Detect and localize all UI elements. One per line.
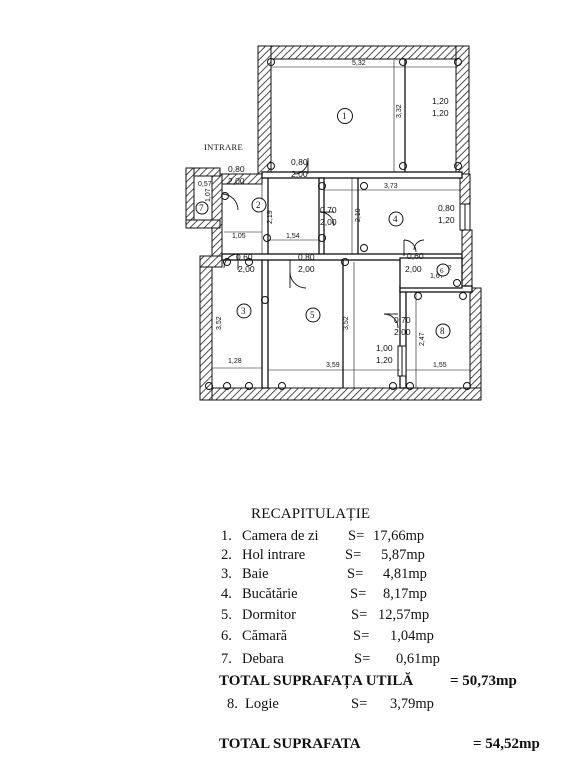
row-s: S= — [350, 586, 367, 602]
dim-logia-height: 2,47 — [419, 332, 426, 346]
door-swings — [221, 158, 425, 329]
row-num: 5. — [221, 607, 232, 623]
dim-bath-door-a: 0,60 — [236, 252, 253, 262]
dim-hall-left: 1,05 — [232, 233, 246, 240]
room-number-4: 4 — [393, 214, 398, 224]
room-number-7: 7 — [199, 203, 204, 213]
entry-label: INTRARE — [204, 142, 243, 152]
interior-walls — [221, 59, 473, 389]
row-value: 17,66mp — [373, 528, 425, 544]
dim-hall-door-a: 0,80 — [291, 157, 308, 167]
row-num: 3. — [221, 566, 232, 582]
row-s: S= — [345, 547, 362, 563]
dim-bedroom-door-a: 0,80 — [298, 252, 315, 262]
floor-plan: 5,32 3,32 1,20 1,20 0,80 2,00 0,80 2,00 … — [185, 45, 482, 401]
dim-closet-b: 1,07 — [205, 188, 212, 202]
room-number-8: 8 — [440, 326, 445, 336]
dim-hall-height: 2,19 — [267, 210, 274, 224]
dim-entry-door-b: 2,00 — [228, 176, 245, 186]
row-value: 8,17mp — [383, 586, 427, 602]
dim-bedroom-door-b: 2,00 — [298, 264, 315, 274]
row-value: 3,79mp — [390, 696, 434, 712]
row-name: Bucătărie — [242, 586, 298, 602]
dim-bedroom-height: 3,52 — [343, 316, 350, 330]
row-name: Baie — [242, 566, 269, 582]
dim-bath-height: 3,52 — [216, 316, 223, 330]
dim-bedroom-width: 3,59 — [326, 362, 340, 369]
exterior-walls — [185, 45, 482, 401]
row-value: 0,61mp — [396, 651, 440, 667]
row-name: Cămară — [242, 628, 288, 644]
row-name: Dormitor — [242, 607, 296, 623]
dim-living-width: 5,32 — [352, 60, 366, 67]
dim-kitchen-door-b: 2,00 — [320, 217, 337, 227]
dim-hall-door-b: 2,00 — [291, 169, 308, 179]
dim-kitchen-width: 3,73 — [384, 183, 398, 190]
row-value: 12,57mp — [378, 607, 430, 623]
dim-pantry-door-b: 2,00 — [405, 264, 422, 274]
row-s: S= — [348, 528, 365, 544]
room-number-1: 1 — [342, 111, 347, 121]
row-s: S= — [347, 566, 364, 582]
dim-logia-width: 1,55 — [433, 362, 447, 369]
dim-hall-right: 1,54 — [286, 233, 300, 240]
row-value: 1,04mp — [390, 628, 434, 644]
row-num: 7. — [221, 651, 232, 667]
row-s: S= — [353, 628, 370, 644]
total-value: = 54,52mp — [473, 736, 540, 752]
column-markers — [205, 58, 471, 390]
recap-title: RECAPITULAȚIE — [251, 506, 371, 522]
row-value: 5,87mp — [381, 547, 425, 563]
room-number-5: 5 — [310, 310, 315, 320]
dim-living-window-b: 1,20 — [432, 108, 449, 118]
dim-logia-door-b: 2,00 — [394, 327, 411, 337]
room-number-2: 2 — [256, 200, 261, 210]
row-num: 1. — [221, 528, 232, 544]
dimension-lines — [211, 60, 470, 388]
dim-entry-door-a: 0,80 — [228, 164, 245, 174]
windows — [397, 203, 471, 377]
row-num: 8. — [227, 696, 238, 712]
dim-living-height: 3,32 — [396, 104, 403, 118]
dim-logia-door-a: 0,70 — [394, 315, 411, 325]
total-label: TOTAL SUPRAFATA — [219, 736, 361, 752]
row-s: S= — [351, 696, 368, 712]
room-markers: 1 2 3 4 5 6 7 8 — [195, 108, 451, 339]
dim-living-window-a: 1,20 — [432, 96, 449, 106]
dim-bath-door-b: 2,00 — [238, 264, 255, 274]
row-name: Logie — [245, 696, 279, 712]
row-name: Debara — [242, 651, 284, 667]
row-s: S= — [354, 651, 371, 667]
row-name: Hol intrare — [242, 547, 306, 563]
row-value: 4,81mp — [383, 566, 427, 582]
dim-kitchen-door-a: 0,70 — [320, 205, 337, 215]
row-name: Camera de zi — [242, 528, 319, 544]
room-number-6: 6 — [440, 267, 444, 275]
dim-kitchen-window-b: 1,20 — [438, 215, 455, 225]
dim-bedroom-window-a: 1,00 — [376, 343, 393, 353]
dim-pantry-door-a: 0,60 — [407, 251, 424, 261]
row-num: 2. — [221, 547, 232, 563]
dim-kitchen-window-a: 0,80 — [438, 203, 455, 213]
dim-closet-a: 0,57 — [198, 181, 212, 188]
row-s: S= — [351, 607, 368, 623]
dim-bath-width: 1,28 — [228, 358, 242, 365]
room-number-3: 3 — [241, 306, 246, 316]
dim-bedroom-window-b: 1,20 — [376, 355, 393, 365]
dim-kitchen-height: 2,19 — [355, 208, 362, 222]
row-num: 6. — [221, 628, 232, 644]
dim-pantry-h: 1,67 — [430, 273, 444, 280]
row-num: 4. — [221, 586, 232, 602]
total-useful-label: TOTAL SUPRAFAȚA UTILĂ — [219, 673, 414, 689]
total-useful-value: = 50,73mp — [450, 673, 517, 689]
